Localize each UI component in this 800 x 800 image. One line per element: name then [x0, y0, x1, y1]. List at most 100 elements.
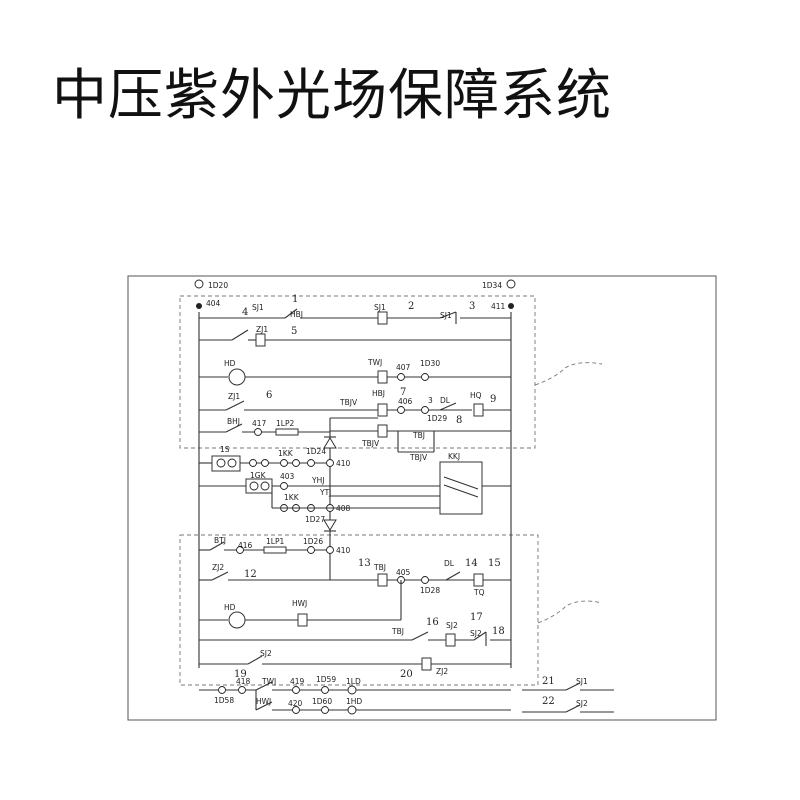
- label: 1D26: [303, 537, 323, 546]
- terminal-1d24: [307, 459, 315, 467]
- contact-zj2: [211, 571, 229, 581]
- label: 15: [488, 558, 501, 569]
- label: 1HD: [346, 697, 362, 706]
- terminal-417: [254, 428, 262, 436]
- lower-leader: [537, 600, 603, 624]
- label: 406: [398, 397, 413, 406]
- label: 1D58: [214, 696, 234, 705]
- label: 16: [426, 617, 439, 628]
- label: HD: [224, 603, 236, 612]
- diode: [323, 519, 337, 531]
- label: HD: [224, 359, 236, 368]
- contact-twj: [255, 681, 273, 691]
- label: 420: [288, 699, 303, 708]
- upper-group-box: [179, 295, 536, 449]
- label: 416: [238, 541, 253, 550]
- lamp-hd: [228, 611, 246, 629]
- contact-dl: [445, 571, 461, 581]
- terminal: [249, 481, 259, 491]
- contact-sj2: [565, 704, 581, 713]
- label: SJ1: [440, 311, 452, 320]
- label: 1D20: [208, 281, 228, 290]
- coil-sj2: [445, 633, 456, 647]
- coil-hbj: [377, 403, 388, 417]
- coil-sj1: [377, 311, 388, 325]
- label: SJ1: [576, 677, 588, 686]
- label: 9: [490, 394, 496, 405]
- label: 403: [280, 472, 295, 481]
- label: 1D30: [420, 359, 440, 368]
- label: SJ1: [374, 303, 386, 312]
- contact-hbj: [284, 308, 298, 319]
- terminal-410: [326, 459, 334, 467]
- terminal-407: [397, 373, 405, 381]
- label: 8: [456, 415, 462, 426]
- label: 1KK: [278, 449, 294, 458]
- coil-zj1: [255, 333, 266, 347]
- terminal-1d28: [421, 576, 429, 584]
- label: 2: [408, 301, 414, 312]
- label: 419: [290, 677, 305, 686]
- terminal-1d20: [194, 279, 204, 289]
- terminal-419: [292, 686, 300, 694]
- coil-tbj: [377, 573, 388, 587]
- label: 4: [242, 307, 248, 318]
- coil-hq: [473, 403, 484, 417]
- label: TBJV: [361, 439, 380, 448]
- label: 22: [542, 696, 555, 707]
- contact-sj2: [247, 655, 263, 665]
- label: HBJ: [372, 389, 385, 398]
- terminal-1d58: [218, 686, 226, 694]
- label: 1D28: [420, 586, 440, 595]
- terminal-418: [238, 686, 246, 694]
- terminal: [227, 458, 237, 468]
- coil-tbjv: [377, 424, 388, 438]
- contact-bhj: [225, 423, 243, 433]
- label: 1KK: [284, 493, 300, 502]
- label: 5: [291, 326, 297, 337]
- label: HBJ: [290, 310, 303, 319]
- label: HQ: [470, 391, 482, 400]
- lamp-1hd: [347, 705, 357, 715]
- terminal-1d34: [506, 279, 516, 289]
- label: KKJ: [448, 452, 460, 461]
- label: 1D29: [427, 414, 447, 423]
- label: TBJ: [391, 627, 404, 636]
- label: ZJ2: [436, 667, 448, 676]
- contact-zj1: [225, 400, 245, 411]
- diagram-frame: [127, 275, 717, 721]
- label: TWJ: [367, 358, 382, 367]
- contact: [231, 329, 249, 341]
- terminal: [249, 459, 257, 467]
- terminal-1d60: [321, 706, 329, 714]
- label: 13: [358, 558, 371, 569]
- label: DL: [440, 396, 451, 405]
- label: 1D27: [305, 515, 325, 524]
- contact-btj: [209, 541, 225, 551]
- terminal: [280, 459, 288, 467]
- label: 1D59: [316, 675, 336, 684]
- contact-sj1: [565, 682, 581, 691]
- coil-twj: [377, 370, 388, 384]
- contact-sj2: [473, 631, 487, 641]
- lower-group-box: [179, 534, 539, 686]
- terminal: [260, 481, 270, 491]
- label: 12: [244, 569, 257, 580]
- coil-zj2: [421, 657, 432, 671]
- terminal: [292, 459, 300, 467]
- label: 21: [542, 676, 555, 687]
- terminal-1d30: [421, 373, 429, 381]
- label: TBJ: [412, 431, 425, 440]
- label: 1S: [220, 445, 230, 454]
- label: SJ2: [470, 629, 482, 638]
- label: 1D34: [482, 281, 502, 290]
- lamp-hd: [228, 368, 246, 386]
- label: HWJ: [292, 599, 307, 608]
- label: 17: [470, 612, 483, 623]
- contact-hwj: [255, 701, 273, 711]
- label: 3: [428, 396, 433, 405]
- label: 18: [492, 626, 505, 637]
- label: TBJ: [373, 563, 386, 572]
- diode: [323, 437, 337, 449]
